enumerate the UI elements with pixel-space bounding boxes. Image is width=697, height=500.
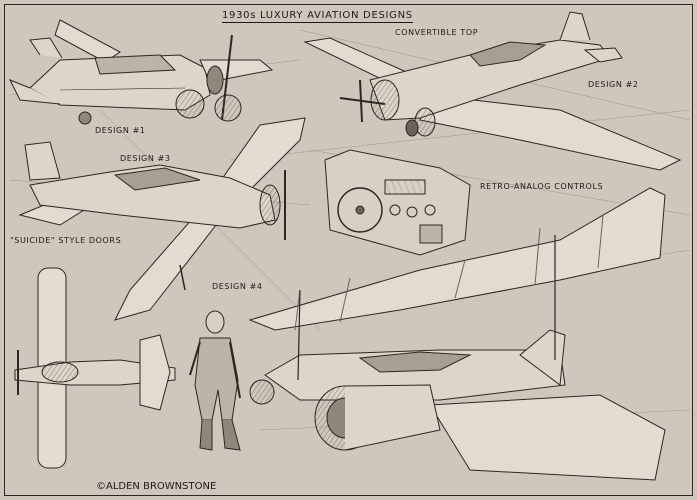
label-design-4: DESIGN #4 — [212, 282, 263, 291]
top-view-plane — [14, 267, 176, 469]
sheet-title: 1930s LUXURY AVIATION DESIGNS — [222, 10, 413, 23]
cockpit-controls — [324, 149, 471, 256]
pilot-figure — [189, 310, 241, 451]
label-suicide-doors: "SUICIDE" STYLE DOORS — [10, 236, 122, 245]
label-convertible-top: CONVERTIBLE TOP — [395, 28, 479, 37]
design-4-biplane-car — [248, 187, 666, 481]
artist-signature: ©ALDEN BROWNSTONE — [96, 481, 217, 492]
design-3-streamlined-plane — [18, 117, 306, 321]
design-1-car-plane — [8, 19, 274, 125]
label-design-1: DESIGN #1 — [95, 126, 146, 135]
label-design-3: DESIGN #3 — [120, 154, 171, 163]
label-design-2: DESIGN #2 — [588, 80, 639, 89]
design-2-convertible-plane — [303, 11, 682, 171]
sheet-border — [4, 4, 693, 496]
label-retro-analog-controls: RETRO-ANALOG CONTROLS — [480, 182, 604, 191]
